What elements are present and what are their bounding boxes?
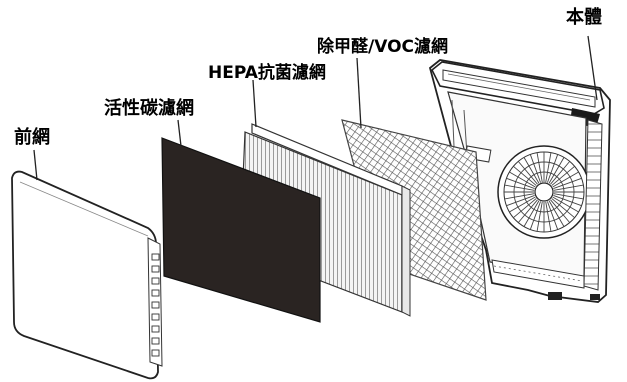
fan-spoke: [551, 198, 575, 219]
cover-clip: [151, 253, 160, 261]
cover-clip: [151, 337, 160, 345]
fan-spoke: [509, 171, 536, 188]
label-body: 本體: [566, 7, 602, 28]
cover-clip: [151, 301, 160, 309]
hepa-filter: [239, 123, 411, 317]
cover-clip: [151, 289, 160, 297]
fan-spoke: [546, 154, 559, 183]
fan-spoke: [536, 201, 543, 232]
fan-spoke: [548, 157, 565, 184]
cover-clip: [151, 349, 160, 357]
fan-spoke: [517, 161, 538, 185]
leader-lines: [33, 35, 598, 181]
fan-spoke: [552, 171, 579, 188]
fan-spoke: [553, 194, 582, 207]
label-voc-filter: 除甲醛/VOC濾網: [317, 37, 448, 57]
fan-spoke: [529, 201, 542, 230]
fan-spoke: [536, 152, 543, 183]
fan-spoke: [551, 165, 575, 186]
fan-spoke: [506, 177, 535, 190]
fan-spoke: [550, 199, 571, 223]
fan-spoke: [546, 201, 559, 230]
fan-spoke: [517, 199, 538, 223]
fan-grille: [497, 145, 591, 239]
cover-clip: [151, 277, 160, 285]
fan-spoke: [550, 161, 571, 185]
fan-spoke: [548, 200, 565, 227]
carbon-filter: [161, 137, 321, 323]
fan-spoke: [513, 165, 537, 186]
label-hepa-filter: HEPA抗菌濾網: [208, 63, 326, 83]
fan-spoke: [553, 177, 582, 190]
fan-spoke: [529, 154, 542, 183]
fan-spoke: [513, 198, 537, 219]
fan-spoke: [545, 152, 552, 183]
fan-spoke: [523, 157, 540, 184]
label-carbon-filter: 活性碳濾網: [104, 98, 194, 119]
fan-spoke: [545, 201, 552, 232]
fan-spoke: [504, 193, 535, 200]
fan-spoke: [552, 196, 579, 213]
cover-clip: [151, 313, 160, 321]
cover-clip: [151, 325, 160, 333]
cover-clip: [151, 265, 160, 273]
fan-spoke: [506, 194, 535, 207]
fan-spoke: [523, 200, 540, 227]
label-front-cover: 前網: [14, 127, 50, 148]
fan-spoke: [553, 184, 584, 191]
fan-spoke: [553, 193, 584, 200]
fan-spoke: [504, 184, 535, 191]
front-cover: [11, 170, 163, 380]
fan-spoke: [509, 196, 536, 213]
